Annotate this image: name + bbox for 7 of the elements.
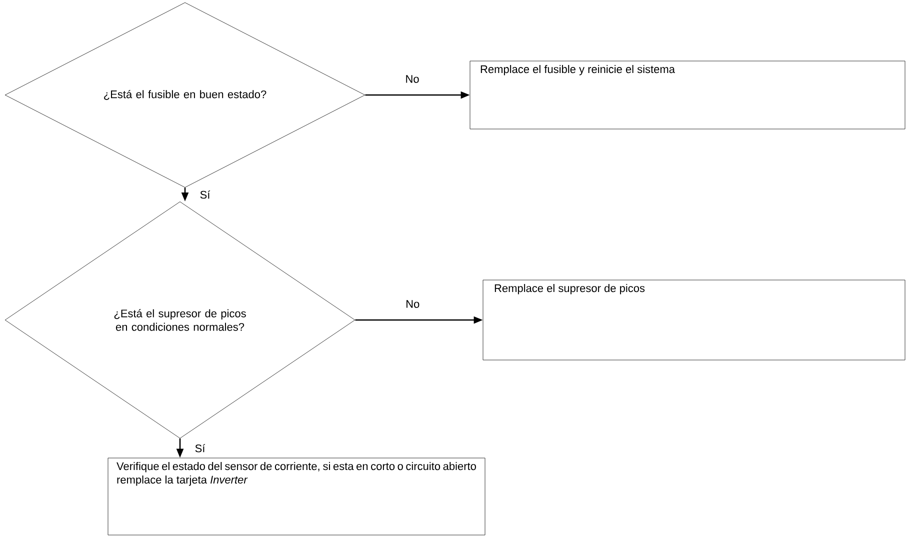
edge-label: Sí — [194, 443, 206, 454]
process-box: Remplace el supresor de picos — [482, 280, 906, 360]
process-box: Remplace el fusible y reinicie el sistema — [470, 60, 906, 130]
edge-label: No — [404, 74, 420, 84]
process-box: Verifique el estado del sensor de corriente, si esta en corto o circuito abierto remplace la tarjeta Inverter — [108, 458, 486, 536]
edge-label: Sí — [198, 189, 212, 200]
edge-label: No — [404, 299, 421, 309]
